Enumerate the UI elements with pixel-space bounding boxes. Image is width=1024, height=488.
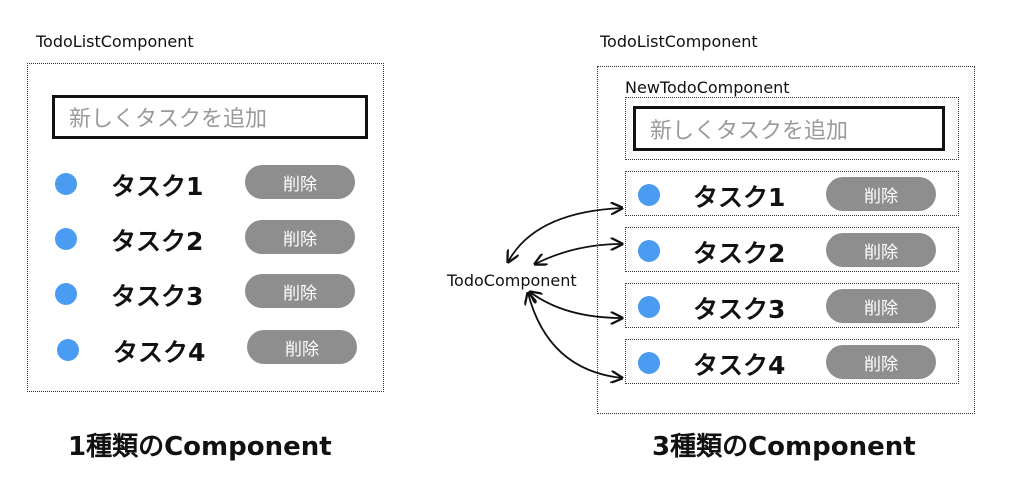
arrow-to-task-3 <box>530 292 622 318</box>
left-task-4-status-dot <box>57 339 79 361</box>
left-task-1-status-dot <box>55 173 77 195</box>
right-task-3-status-dot <box>638 296 660 318</box>
right-input-placeholder: 新しくタスクを追加 <box>650 118 849 144</box>
right-task-4-label: タスク4 <box>693 351 786 380</box>
right-task-3-label: タスク3 <box>693 295 786 324</box>
right-new-task-input[interactable]: 新しくタスクを追加 <box>633 106 945 151</box>
left-task-2-label: タスク2 <box>111 227 204 256</box>
left-task-1-delete-button[interactable]: 削除 <box>245 165 355 199</box>
left-task-2-delete-button[interactable]: 削除 <box>245 220 355 254</box>
right-newtodo-container <box>625 97 959 160</box>
todo-component-label: TodoComponent <box>447 271 577 290</box>
right-caption: 3種類のComponent <box>652 432 916 462</box>
right-todo-component-3: タスク3 削除 <box>625 283 959 328</box>
right-task-3-delete-button[interactable]: 削除 <box>826 289 936 323</box>
right-task-2-label: タスク2 <box>693 239 786 268</box>
right-todo-component-4: タスク4 削除 <box>625 339 959 384</box>
right-task-4-delete-button[interactable]: 削除 <box>826 345 936 379</box>
left-task-4-delete-button[interactable]: 削除 <box>247 330 357 364</box>
right-container-label: TodoListComponent <box>600 32 758 51</box>
right-task-1-status-dot <box>638 184 660 206</box>
left-task-3-label: タスク3 <box>111 282 204 311</box>
right-todo-component-2: タスク2 削除 <box>625 227 959 272</box>
left-task-4-label: タスク4 <box>113 338 206 367</box>
right-task-2-status-dot <box>638 240 660 262</box>
right-newtodo-label: NewTodoComponent <box>625 78 790 97</box>
left-task-3-status-dot <box>55 283 77 305</box>
left-input-placeholder: 新しくタスクを追加 <box>69 107 268 132</box>
left-caption: 1種類のComponent <box>68 432 332 462</box>
arrow-to-task-4 <box>528 293 622 378</box>
right-task-1-label: タスク1 <box>693 183 786 212</box>
right-task-2-delete-button[interactable]: 削除 <box>826 233 936 267</box>
left-task-2-status-dot <box>55 228 77 250</box>
right-task-4-status-dot <box>638 352 660 374</box>
left-todolist-container <box>27 63 384 392</box>
left-task-1-label: タスク1 <box>111 172 204 201</box>
arrow-to-task-1 <box>508 208 622 262</box>
arrow-to-task-2 <box>535 244 622 264</box>
left-task-3-delete-button[interactable]: 削除 <box>245 274 355 308</box>
right-task-1-delete-button[interactable]: 削除 <box>826 177 936 211</box>
left-container-label: TodoListComponent <box>36 32 194 51</box>
left-new-task-input[interactable]: 新しくタスクを追加 <box>52 95 368 139</box>
right-todo-component-1: タスク1 削除 <box>625 171 959 216</box>
